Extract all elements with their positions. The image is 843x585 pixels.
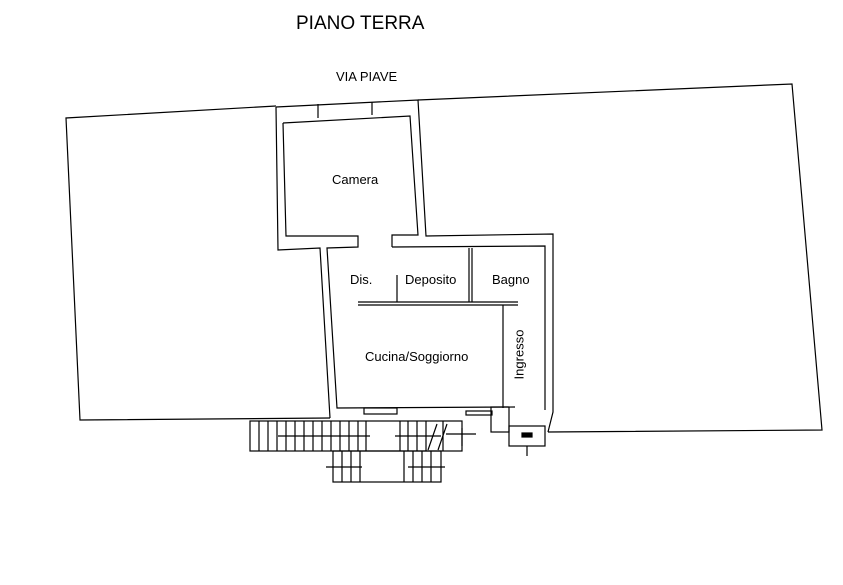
left-lot-outline bbox=[65, 105, 331, 421]
room-ingresso: Ingresso bbox=[511, 329, 527, 380]
street-label: VIA PIAVE bbox=[336, 69, 398, 84]
room-cucina-soggiorno: Cucina/Soggiorno bbox=[365, 349, 469, 364]
room-dis: Dis. bbox=[350, 272, 373, 287]
camera-inner-left bbox=[282, 122, 516, 409]
building-left-wall bbox=[275, 106, 331, 419]
right-lot-outline bbox=[417, 83, 823, 433]
room-camera: Camera bbox=[332, 172, 379, 187]
ingresso-pillar bbox=[490, 406, 510, 433]
stair-arrows bbox=[278, 433, 476, 468]
window-bottom2 bbox=[465, 410, 493, 416]
deposito-wall bbox=[391, 245, 546, 410]
building-outer-wall bbox=[275, 99, 554, 433]
plan-title: PIANO TERRA bbox=[296, 13, 425, 34]
room-deposito: Deposito bbox=[405, 272, 457, 287]
room-bagno: Bagno bbox=[492, 272, 530, 287]
window-bottom bbox=[363, 407, 398, 415]
doorbell bbox=[521, 432, 533, 438]
camera-wall bbox=[282, 115, 419, 247]
